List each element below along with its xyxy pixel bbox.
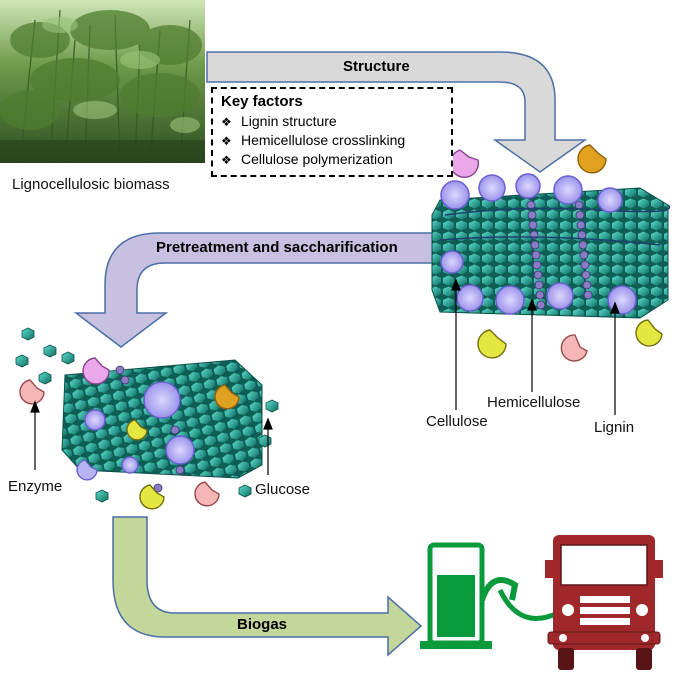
- lignocellulose-structure: [431, 144, 671, 415]
- key-factor-item: ❖Lignin structure: [221, 113, 337, 129]
- key-factors-box: Key factors ❖Lignin structure ❖Hemicellu…: [211, 87, 453, 177]
- truck-icon: [545, 535, 663, 670]
- biogas-arrow-label: Biogas: [237, 616, 288, 633]
- pretreatment-arrow: [73, 232, 438, 348]
- biogas-arrow: [112, 516, 423, 657]
- hydrolysis-structure: [15, 327, 279, 510]
- pretreatment-arrow-label: Pretreatment and saccharification: [156, 239, 398, 256]
- biomass-photo: [0, 0, 205, 164]
- lignin-label: Lignin: [594, 419, 635, 436]
- bullet-icon: ❖: [221, 115, 232, 129]
- bullet-icon: ❖: [221, 134, 232, 148]
- enzyme-label: Enzyme: [8, 478, 63, 495]
- key-factor-item: ❖Cellulose polymerization: [221, 151, 393, 167]
- enzyme-shapes-structure: [449, 144, 663, 362]
- glucose-label: Glucose: [255, 481, 311, 498]
- key-factors-title: Key factors: [221, 93, 303, 110]
- hemicellulose-label: Hemicellulose: [487, 394, 581, 411]
- structure-arrow-label: Structure: [343, 58, 410, 75]
- biomass-label: Lignocellulosic biomass: [12, 176, 170, 193]
- key-factor-item: ❖Hemicellulose crosslinking: [221, 132, 406, 148]
- cellulose-label: Cellulose: [426, 413, 488, 430]
- structure-arrow: [206, 51, 588, 173]
- bullet-icon: ❖: [221, 153, 232, 167]
